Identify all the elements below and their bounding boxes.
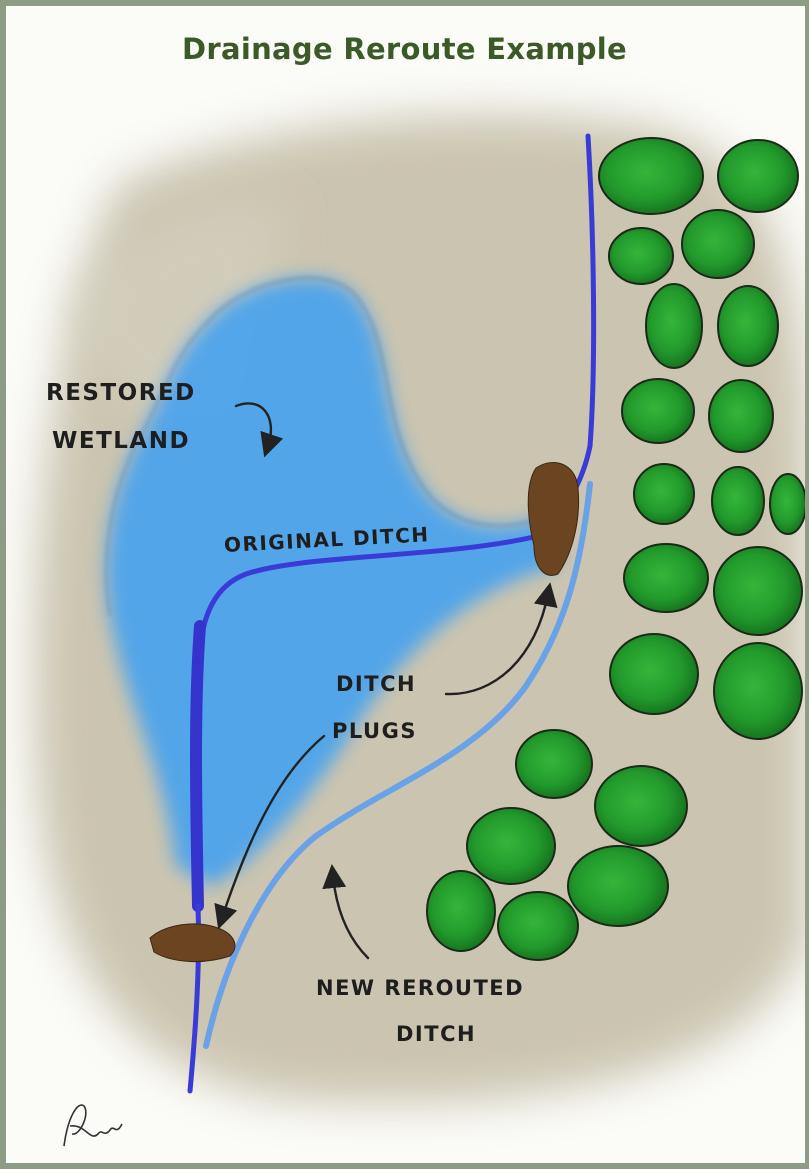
label-ditch-plugs-line1: DITCH xyxy=(336,672,416,696)
label-restored-wetland-line1: RESTORED xyxy=(46,380,196,406)
label-restored-wetland-line2: WETLAND xyxy=(52,428,190,454)
page-title: Drainage Reroute Example xyxy=(6,32,803,66)
label-new-rerouted-ditch-line1: NEW REROUTED xyxy=(316,976,524,1000)
artist-signature xyxy=(64,1105,122,1146)
label-ditch-plugs-line2: PLUGS xyxy=(332,719,417,743)
ditch-plug-lower xyxy=(150,924,235,962)
label-new-rerouted-ditch-line2: DITCH xyxy=(396,1022,476,1046)
original-ditch-wide-section xyxy=(196,626,200,906)
